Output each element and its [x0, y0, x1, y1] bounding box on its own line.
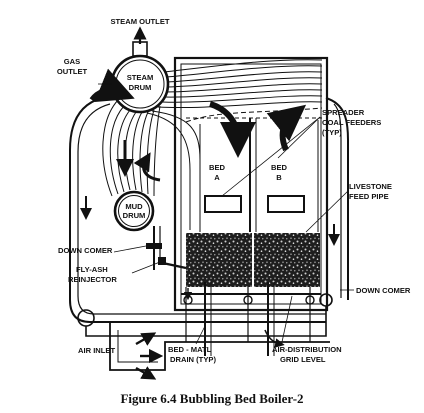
label-fly-ash-2: REINJECTOR: [68, 275, 117, 284]
label-steam-drum-2: DRUM: [129, 83, 152, 92]
diagram-labels: STEAM OUTLET GAS OUTLET STEAM DRUM MUD D…: [57, 17, 411, 364]
label-air-inlet: AIR INLET: [78, 346, 115, 355]
bed-material-drains: [204, 282, 275, 356]
label-gas-outlet-2: OUTLET: [57, 67, 88, 76]
air-inlet-duct: [109, 322, 330, 371]
label-mud-drum-1: MUD: [125, 202, 143, 211]
label-steam-outlet: STEAM OUTLET: [110, 17, 169, 26]
label-bed-a-1: BED: [209, 163, 226, 172]
label-air-grid-2: GRID LEVEL: [280, 355, 326, 364]
label-down-comer-left: DOWN COMER: [58, 246, 113, 255]
boiler-casing: [173, 56, 329, 312]
label-bed-drain-2: DRAIN (TYP): [170, 355, 216, 364]
label-spreader-3: (TYP): [322, 128, 342, 137]
label-gas-outlet-1: GAS: [64, 57, 80, 66]
label-livestone-1: LIVESTONE: [349, 182, 392, 191]
flow-arrows: [80, 68, 340, 380]
label-fly-ash-1: FLY-ASH: [76, 265, 108, 274]
label-spreader-1: SPREADER: [322, 108, 365, 117]
label-bed-drain-1: BED - MATL: [168, 345, 212, 354]
coal-feeder-boxes: [204, 195, 305, 213]
figure-caption: Figure 6.4 Bubbling Bed Boiler-2: [120, 391, 303, 406]
label-air-grid-1: AIR-DISTRIBUTION: [272, 345, 342, 354]
fluidized-beds: [186, 233, 320, 287]
label-bed-a-2: A: [214, 173, 220, 182]
label-spreader-2: COAL FEEDERS: [322, 118, 381, 127]
label-bed-b-1: BED: [271, 163, 288, 172]
mud-drum: [113, 190, 155, 232]
leader-lines: [98, 83, 354, 345]
label-mud-drum-2: DRUM: [123, 211, 146, 220]
label-down-comer-right: DOWN COMER: [356, 286, 411, 295]
label-livestone-2: FEED PIPE: [349, 192, 389, 201]
label-bed-b-2: B: [276, 173, 282, 182]
down-comer-pipe: [146, 226, 187, 270]
label-steam-drum-1: STEAM: [127, 73, 154, 82]
